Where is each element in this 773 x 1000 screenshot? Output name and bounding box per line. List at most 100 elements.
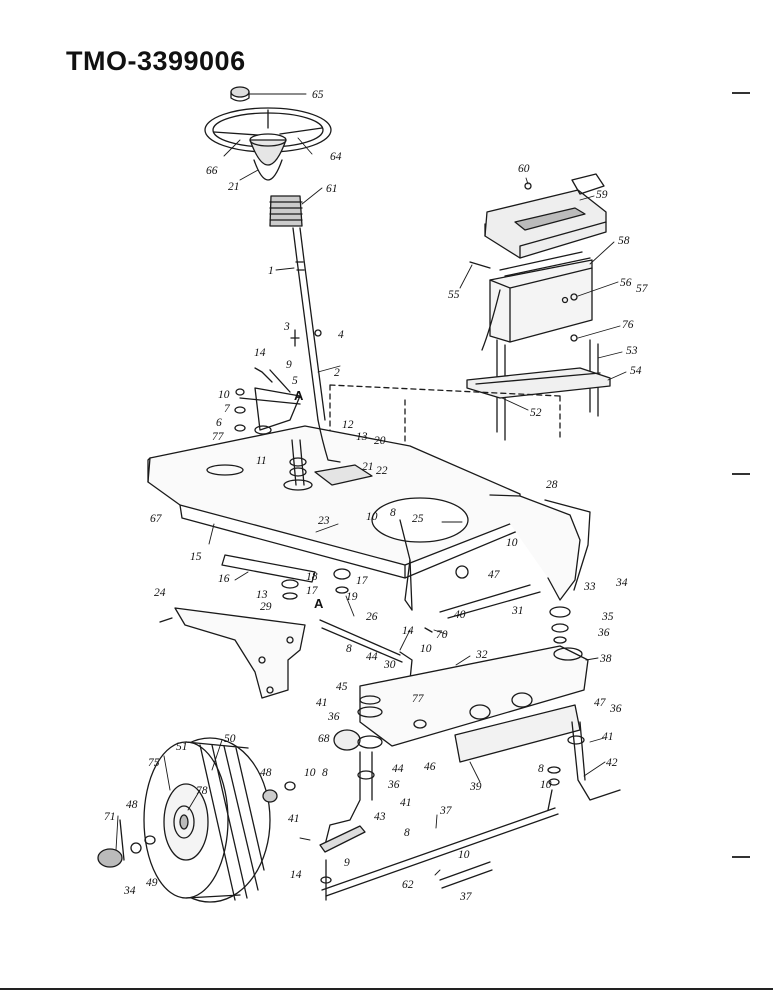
callout-1: 1: [268, 265, 274, 277]
callout-10b: 10: [366, 511, 378, 523]
callout-13b: 13: [256, 589, 268, 601]
callout-34b: 34: [123, 885, 136, 897]
callout-36d: 36: [387, 779, 400, 791]
callout-34: 34: [615, 577, 628, 589]
callout-48: 48: [260, 767, 272, 779]
callout-52: 52: [530, 407, 542, 419]
callout-65: 65: [312, 89, 324, 101]
callout-4: 4: [338, 329, 344, 341]
callout-51: 51: [176, 741, 188, 753]
callout-18: 18: [306, 571, 318, 583]
callout-48b: 48: [126, 799, 138, 811]
axle-plate: [454, 704, 581, 763]
battery: [481, 251, 593, 351]
callout-5: 5: [292, 375, 298, 387]
callout-29: 29: [260, 601, 272, 613]
callout-42: 42: [606, 757, 618, 769]
front-wheel: [143, 737, 271, 903]
main-frame: [147, 425, 521, 611]
callout-75: 75: [148, 757, 160, 769]
callout-26: 26: [366, 611, 378, 623]
front-axle: [359, 645, 589, 747]
callout-8: 8: [390, 507, 396, 519]
callout-12: 12: [342, 419, 354, 431]
steering-cap: [230, 86, 250, 102]
callout-32: 32: [475, 649, 488, 661]
callout-67: 67: [150, 513, 163, 525]
callout-19: 19: [346, 591, 358, 603]
callout-labels: 65 66 64 21 61 60 59 58 55 56 57 76 53 5…: [104, 89, 649, 903]
callout-41d: 41: [400, 797, 412, 809]
callout-46: 46: [424, 761, 436, 773]
callout-22: 22: [376, 465, 388, 477]
callout-9b: 9: [344, 857, 350, 869]
callout-44: 44: [366, 651, 378, 663]
callout-21b: 21: [362, 461, 374, 473]
callout-11: 11: [256, 455, 267, 467]
steering-shaft: [292, 227, 326, 421]
battery-cover: [484, 173, 607, 259]
edge-mark-middle: [732, 473, 750, 475]
callout-20: 20: [374, 435, 386, 447]
callout-64: 64: [330, 151, 342, 163]
callout-47: 47: [488, 569, 501, 581]
callout-37: 37: [439, 805, 453, 817]
callout-56: 56: [620, 277, 632, 289]
callout-A-upper: A: [294, 388, 304, 403]
callout-37b: 37: [459, 891, 473, 903]
callout-66: 66: [206, 165, 218, 177]
callout-60: 60: [518, 163, 530, 175]
callout-53: 53: [626, 345, 638, 357]
callout-17b: 17: [306, 585, 319, 597]
callout-A-lower: A: [314, 596, 324, 611]
callout-33: 33: [583, 581, 596, 593]
bottom-rule: [0, 988, 773, 990]
callout-10d: 10: [420, 643, 432, 655]
callout-36c: 36: [327, 711, 340, 723]
callout-24: 24: [154, 587, 166, 599]
callout-10: 10: [218, 389, 230, 401]
callout-54: 54: [630, 365, 642, 377]
side-bracket: [174, 607, 306, 699]
callout-8e: 8: [404, 827, 410, 839]
callout-39: 39: [469, 781, 482, 793]
callout-50: 50: [224, 733, 236, 745]
callout-36: 36: [597, 627, 610, 639]
callout-17: 17: [356, 575, 369, 587]
callout-21: 21: [228, 181, 240, 193]
callout-14: 14: [254, 347, 266, 359]
callout-31: 31: [511, 605, 524, 617]
callout-62: 62: [402, 879, 414, 891]
callout-71: 71: [104, 811, 116, 823]
callout-14b: 14: [402, 625, 414, 637]
callout-15: 15: [190, 551, 202, 563]
callout-10e: 10: [540, 779, 552, 791]
callout-68: 68: [318, 733, 330, 745]
callout-10c: 10: [506, 537, 518, 549]
callout-47b: 47: [594, 697, 607, 709]
callout-36b: 36: [609, 703, 622, 715]
callout-77: 77: [212, 431, 225, 443]
callout-28: 28: [546, 479, 558, 491]
edge-mark-bottom: [732, 856, 750, 858]
callout-41b: 41: [316, 697, 328, 709]
callout-41c: 41: [288, 813, 300, 825]
callout-59: 59: [596, 189, 608, 201]
steering-bellows: [269, 195, 303, 227]
callout-40: 40: [454, 609, 466, 621]
page-title: TMO-3399006: [66, 46, 246, 76]
callout-8c: 8: [538, 763, 544, 775]
callout-76: 76: [622, 319, 634, 331]
edge-mark-top: [732, 92, 750, 94]
callout-61: 61: [326, 183, 338, 195]
callout-10f: 10: [304, 767, 316, 779]
callout-2: 2: [334, 367, 340, 379]
callout-13: 13: [356, 431, 368, 443]
callout-49: 49: [146, 877, 158, 889]
callout-8b: 8: [346, 643, 352, 655]
callout-25: 25: [412, 513, 424, 525]
callout-55: 55: [448, 289, 460, 301]
callout-6: 6: [216, 417, 222, 429]
callout-70: 70: [436, 629, 448, 641]
